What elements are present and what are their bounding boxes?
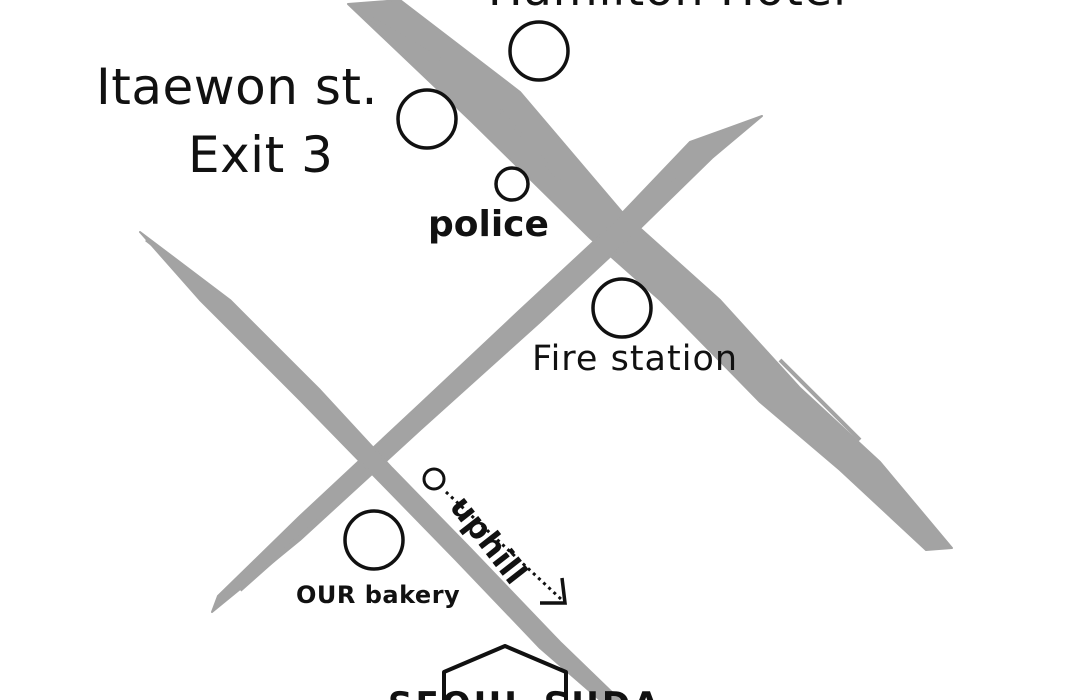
- fire-station-marker-icon: [591, 277, 653, 339]
- station-exit-marker-icon: [396, 88, 458, 150]
- police-marker-icon: [494, 166, 530, 202]
- cross-road-brush-2: [238, 508, 332, 592]
- main-road: [347, 0, 953, 551]
- main-road-brush-3: [778, 358, 862, 442]
- hotel-label: Hamilton Hotel: [488, 0, 847, 12]
- destination-label: SEOUL SUDA: [388, 688, 662, 700]
- uphill-start-icon: [422, 467, 446, 491]
- main-road-brush-4: [878, 478, 942, 542]
- uphill-dotted-line-icon: [444, 490, 564, 602]
- station-label-line2: Exit 3: [188, 126, 334, 184]
- cross-road-shape: [211, 115, 763, 613]
- side-road: [139, 231, 621, 700]
- side-road-shape: [139, 231, 621, 700]
- fire-station-label: Fire station: [532, 339, 739, 379]
- destination-house-icon: [442, 644, 568, 700]
- main-road-brush-2: [498, 108, 562, 182]
- cross-road: [211, 115, 763, 613]
- bakery-marker-icon: [343, 509, 405, 571]
- uphill-arrowhead-icon: [540, 577, 567, 605]
- bakery-label: OUR bakery: [296, 581, 461, 609]
- side-road-brush-1: [145, 238, 211, 292]
- cross-road-brush-1: [668, 124, 742, 182]
- police-label: police: [428, 204, 549, 245]
- main-road-shape: [347, 0, 953, 551]
- main-road-brush-1: [358, 9, 442, 63]
- station-label-line1: Itaewon st.: [96, 58, 378, 116]
- hotel-marker-icon: [508, 20, 570, 82]
